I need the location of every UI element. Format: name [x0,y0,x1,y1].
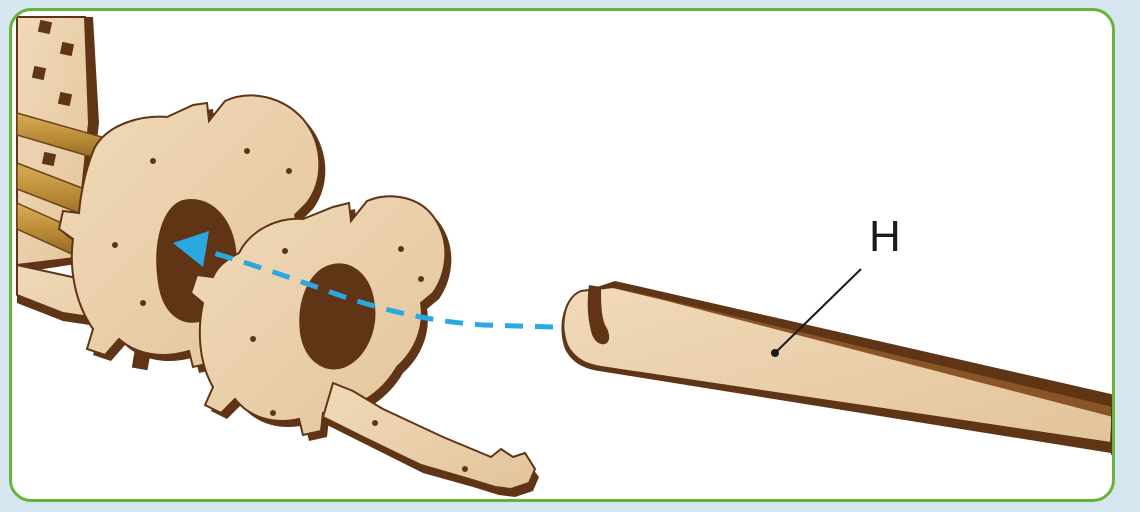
instruction-panel: H [9,8,1115,502]
lower-arm [323,383,539,497]
part-h-stick [561,281,1115,455]
assembly-illustration [9,8,1115,502]
